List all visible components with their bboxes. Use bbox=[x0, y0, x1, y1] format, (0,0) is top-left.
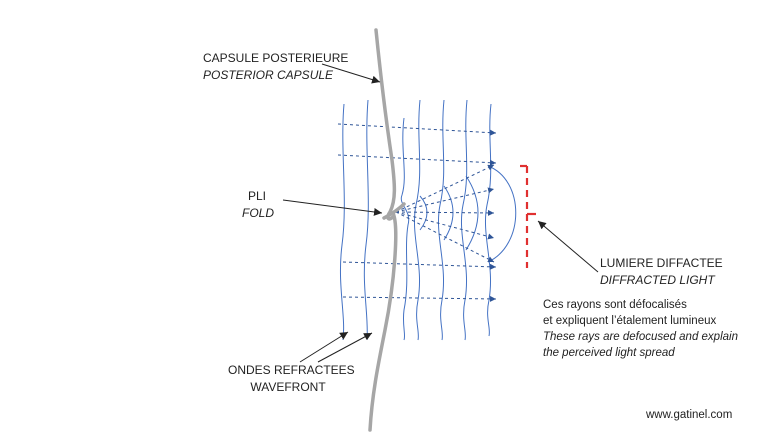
rays bbox=[337, 123, 497, 302]
capsule-label-en: POSTERIOR CAPSULE bbox=[203, 68, 334, 82]
ray-diffracted bbox=[395, 211, 495, 263]
capsule-label-fr: CAPSULE POSTERIEURE bbox=[203, 51, 349, 65]
wavefront-line bbox=[437, 99, 445, 341]
wavefront-lines bbox=[339, 99, 492, 341]
website-credit: www.gatinel.com bbox=[646, 409, 733, 421]
wavefront-line bbox=[363, 99, 369, 341]
diffraction-arc bbox=[443, 185, 454, 241]
diffraction-arc bbox=[487, 165, 517, 263]
fold-label-en: FOLD bbox=[242, 206, 275, 220]
caption-fr-line-2: et expliquent l’étalement lumineux bbox=[543, 315, 717, 327]
pointers bbox=[282, 63, 599, 363]
posterior-capsule bbox=[368, 28, 398, 432]
ray-parallel bbox=[342, 295, 497, 302]
diffracted-label-fr: LUMIERE DIFFACTEE bbox=[600, 256, 723, 270]
wavefront-line bbox=[339, 103, 345, 341]
wavefront-line bbox=[484, 103, 492, 337]
ray-diffracted bbox=[395, 211, 495, 240]
wavefront-line bbox=[460, 99, 468, 341]
diffracted-pointer bbox=[537, 220, 599, 273]
fold-label-fr: PLI bbox=[248, 189, 267, 203]
wavefront-line bbox=[413, 99, 421, 341]
wavefront-line bbox=[400, 117, 410, 341]
ray-diffracted bbox=[395, 209, 495, 216]
ray-diffracted bbox=[395, 187, 495, 213]
caption-en-line-1: These rays are defocused and explain bbox=[543, 331, 738, 343]
diffraction-arcs bbox=[419, 165, 517, 263]
wavefront-pointer-1 bbox=[299, 331, 349, 363]
ray-parallel bbox=[337, 123, 497, 136]
capsule-pointer bbox=[321, 63, 381, 84]
capsule-fold bbox=[382, 202, 406, 220]
diffracted-label-en: DIFFRACTED LIGHT bbox=[600, 273, 715, 287]
diffraction-arc bbox=[419, 195, 428, 231]
wavefront-pointer-2 bbox=[317, 332, 373, 363]
fold-pointer bbox=[282, 199, 383, 216]
caption-fr-line-1: Ces rayons sont défocalisés bbox=[543, 299, 687, 311]
ray-parallel bbox=[342, 261, 497, 270]
ray-parallel bbox=[337, 154, 497, 166]
caption-en-line-2: the perceived light spread bbox=[543, 347, 675, 359]
diffraction-arc bbox=[465, 175, 479, 251]
wavefront-label-fr: ONDES REFRACTEES bbox=[228, 363, 355, 377]
ray-diffracted bbox=[395, 164, 495, 213]
wavefront-label-en: WAVEFRONT bbox=[250, 380, 326, 394]
caption: Ces rayons sont défocalisés et expliquen… bbox=[543, 297, 738, 361]
